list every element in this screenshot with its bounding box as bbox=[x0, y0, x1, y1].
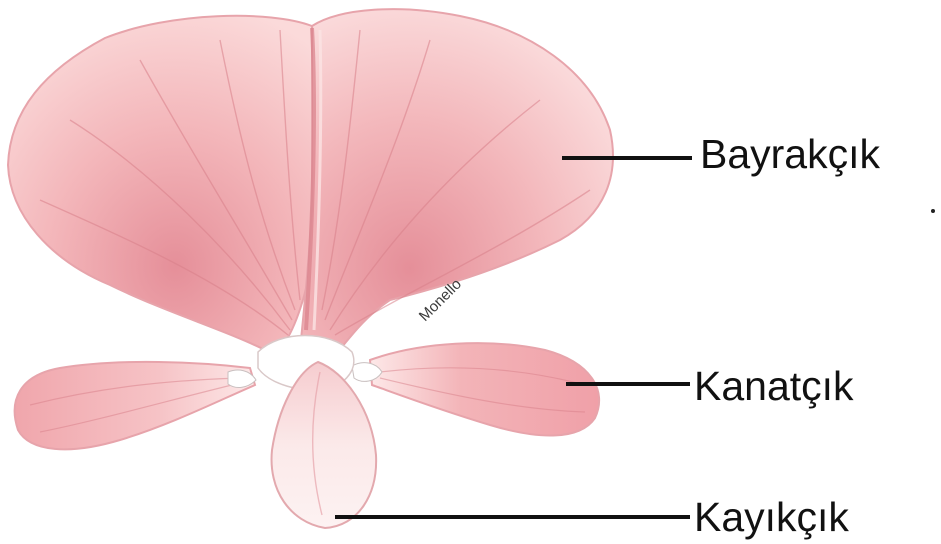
standard-petal bbox=[8, 9, 613, 355]
stray-dot bbox=[931, 209, 935, 213]
wing-label: Kanatçık bbox=[694, 366, 854, 407]
standard-label: Bayrakçık bbox=[700, 134, 880, 175]
keel-label: Kayıkçık bbox=[694, 497, 849, 538]
